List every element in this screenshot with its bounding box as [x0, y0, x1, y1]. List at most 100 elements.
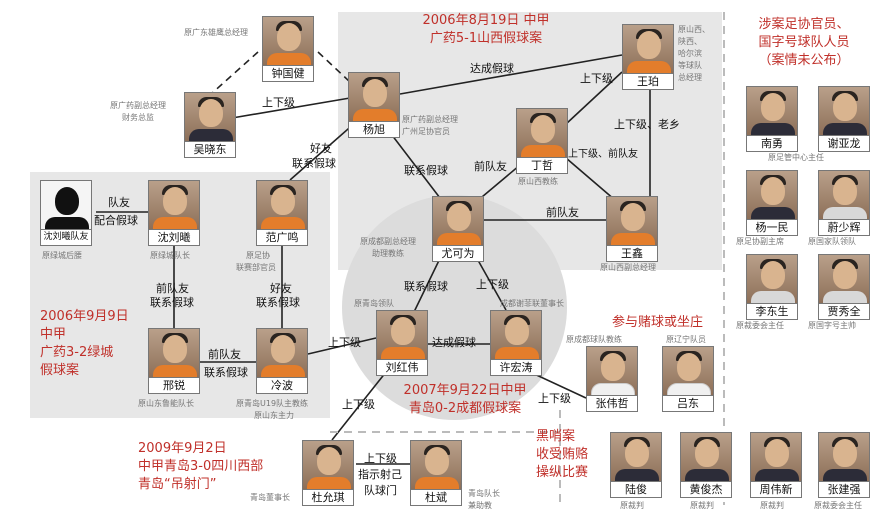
name-zhou-weixin: 周伟新: [750, 482, 802, 498]
person-liu-hongwei: 刘红伟: [376, 310, 428, 376]
note-you-kewei-1: 原成都副总经理: [360, 237, 416, 246]
note-lu-jun: 原裁判: [620, 501, 644, 510]
photo-jia-xiuquan: [818, 254, 870, 304]
case4-title-3: 青岛“吊射门”: [138, 477, 217, 492]
rel-shang-xia-ji-5: 上下级: [538, 392, 571, 405]
person-yang-yimin: 杨一民: [746, 170, 798, 236]
photo-yang-yimin: [746, 170, 798, 220]
person-huang-junjie: 黄俊杰: [680, 432, 732, 498]
photo-xie-yalong: [818, 86, 870, 136]
name-li-dongsheng: 李东生: [746, 304, 798, 320]
rel-zhishi-1: 指示射己: [358, 468, 402, 481]
rel-haoyou-1: 好友: [310, 142, 332, 155]
photo-lu-jun: [610, 432, 662, 482]
note-liu-hongwei: 原青岛领队: [354, 299, 394, 308]
rel-shang-xia-ji-4: 上下级: [476, 278, 509, 291]
rel-da-cheng-1: 达成假球: [470, 62, 514, 75]
case2-title-2: 中甲: [40, 327, 67, 342]
rel-lianxi-2: 联系假球: [404, 164, 448, 177]
note-wang-po-3: 哈尔滨: [678, 49, 702, 58]
case3-title-1: 2007年9月22日中甲: [403, 383, 527, 398]
gambling-title: 参与赌球或坐庄: [612, 315, 704, 330]
note-wang-xin: 原山西副总经理: [600, 263, 656, 272]
note-du-yunqi: 青岛董事长: [250, 493, 290, 502]
case2-title-3: 广药3-2绿城: [40, 345, 114, 360]
person-wei-shaohui: 蔚少辉: [818, 170, 870, 236]
rel-qian-duiyou-1: 前队友: [474, 160, 507, 173]
person-ding-zhe: 丁哲: [516, 108, 568, 174]
rel-lianxi-5: 联系假球: [204, 366, 248, 379]
rel-qian-duiyou-3: 前队友: [156, 282, 189, 295]
note-fan-guangming-2: 联赛部官员: [236, 263, 276, 272]
case4-title-1: 2009年9月2日: [138, 441, 227, 456]
note-ding-zhe: 原山西教练: [518, 177, 558, 186]
name-xing-rui: 邢锐: [148, 378, 200, 394]
rel-shang-xia-ji-qian-duiyou: 上下级、前队友: [568, 149, 638, 160]
photo-wang-xin: [606, 196, 658, 246]
person-zhang-weizhe: 张伟哲: [586, 346, 638, 412]
person-du-bin: 杜斌: [410, 440, 462, 506]
note-wang-po-2: 陕西、: [678, 37, 702, 46]
note-wu-xiaodong-1: 原广药副总经理: [110, 101, 166, 110]
note-zhou-weixin: 原裁判: [760, 501, 784, 510]
rel-da-cheng-2: 达成假球: [432, 336, 476, 349]
photo-zhang-weizhe: [586, 346, 638, 396]
note-du-bin-2: 兼助教: [468, 501, 492, 510]
photo-you-kewei: [432, 196, 484, 246]
note-du-bin-1: 青岛队长: [468, 489, 500, 498]
note-lv-dong: 原辽宁队员: [666, 335, 706, 344]
note-wei-shaohui: 原国家队领队: [808, 237, 856, 246]
officials-title-1: 涉案足协官员、: [758, 17, 850, 32]
name-huang-junjie: 黄俊杰: [680, 482, 732, 498]
rel-shang-xia-ji-2: 上下级: [580, 72, 613, 85]
person-du-yunqi: 杜允琪: [302, 440, 354, 506]
note-you-kewei-2: 助理教练: [372, 249, 404, 258]
case4-title-2: 中甲青岛3-0四川西部: [138, 459, 264, 474]
blackwhistle-title-1: 黑哨案: [536, 429, 576, 444]
person-jia-xiuquan: 贾秀全: [818, 254, 870, 320]
person-li-dongsheng: 李东生: [746, 254, 798, 320]
note-li-dongsheng: 原裁委会主任: [736, 321, 784, 330]
note-wang-po-5: 总经理: [678, 73, 702, 82]
photo-wei-shaohui: [818, 170, 870, 220]
note-xu-hongtao: 成都谢菲联董事长: [500, 299, 564, 308]
name-liu-hongwei: 刘红伟: [376, 360, 428, 376]
photo-xing-rui: [148, 328, 200, 378]
note-xing-rui: 原山东鲁能队长: [138, 399, 194, 408]
note-huang-junjie: 原裁判: [690, 501, 714, 510]
name-wang-xin: 王鑫: [606, 246, 658, 262]
photo-shen-liuxi-friend: [40, 180, 92, 230]
person-you-kewei: 尤可为: [432, 196, 484, 262]
rel-duiyou: 队友: [108, 196, 130, 209]
name-leng-bo: 冷波: [256, 378, 308, 394]
person-lu-jun: 陆俊: [610, 432, 662, 498]
photo-wang-po: [622, 24, 674, 74]
name-du-bin: 杜斌: [410, 490, 462, 506]
name-zhang-jianqiang: 张建强: [818, 482, 870, 498]
name-wei-shaohui: 蔚少辉: [818, 220, 870, 236]
person-xing-rui: 邢锐: [148, 328, 200, 394]
person-wang-po: 王珀: [622, 24, 674, 90]
note-shen-liuxi: 原绿城队长: [150, 251, 190, 260]
note-zhang-weizhe: 原成都球队教练: [566, 335, 622, 344]
rel-shang-xia-ji-laoxiang: 上下级、老乡: [614, 118, 680, 131]
person-xu-hongtao: 许宏涛: [490, 310, 542, 376]
person-lv-dong: 吕东: [662, 346, 714, 412]
person-zhang-jianqiang: 张建强: [818, 432, 870, 498]
photo-xu-hongtao: [490, 310, 542, 360]
photo-fan-guangming: [256, 180, 308, 230]
name-lu-jun: 陆俊: [610, 482, 662, 498]
note-zhong-guojian: 原广东雄鹰总经理: [184, 28, 248, 37]
name-yang-yimin: 杨一民: [746, 220, 798, 236]
photo-zhong-guojian: [262, 16, 314, 66]
person-wang-xin: 王鑫: [606, 196, 658, 262]
name-nan-yong: 南勇: [746, 136, 798, 152]
name-you-kewei: 尤可为: [432, 246, 484, 262]
photo-yang-xu: [348, 72, 400, 122]
case1-title-2: 广药5-1山西假球案: [429, 31, 543, 46]
name-wang-po: 王珀: [622, 74, 674, 90]
rel-lianxi-4: 联系假球: [256, 296, 300, 309]
photo-li-dongsheng: [746, 254, 798, 304]
photo-leng-bo: [256, 328, 308, 378]
blackwhistle-title-2: 收受贿赂: [536, 447, 589, 462]
